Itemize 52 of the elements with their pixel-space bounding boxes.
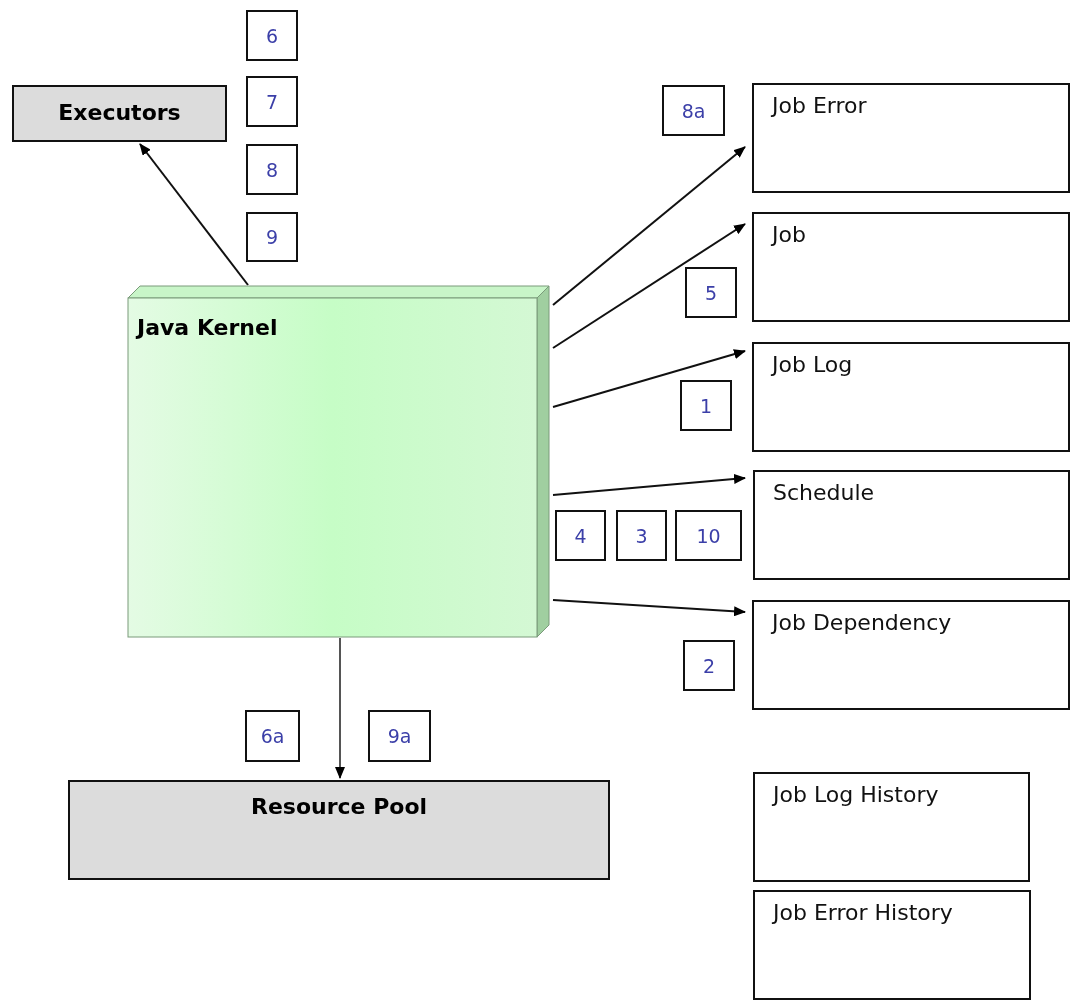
callout-box [683, 640, 735, 691]
callout-number: 3 [635, 524, 648, 547]
table-box [752, 600, 1070, 710]
callout-box [685, 267, 737, 318]
callout-number: 6 [265, 24, 279, 47]
callout-box [245, 710, 300, 762]
callout-box [616, 510, 667, 561]
table-box [753, 890, 1031, 1000]
callout-box [555, 510, 606, 561]
table-box [753, 470, 1070, 580]
kernel-label: Java Kernel [137, 315, 278, 340]
component-box [68, 780, 610, 880]
callout-box [368, 710, 431, 762]
callout-number: 6a [260, 725, 285, 747]
table-label: Job Error History [773, 900, 953, 925]
component-label: Executors [58, 100, 181, 125]
table-label: Schedule [773, 480, 875, 505]
table-label: Job Dependency [772, 610, 952, 635]
callout-box [246, 76, 298, 127]
callout-box [246, 10, 298, 61]
table-box [753, 772, 1030, 882]
callout-number: 9 [265, 226, 279, 248]
arrow [552, 223, 746, 349]
arrow [552, 146, 746, 306]
callout-number: 1 [699, 394, 713, 417]
arrow [552, 349, 746, 408]
callout-number: 10 [696, 524, 721, 547]
callout-box [675, 510, 742, 561]
table-box [752, 342, 1070, 452]
callout-number: 2 [702, 654, 716, 677]
callout-number: 8a [681, 99, 706, 122]
callout-box [246, 144, 298, 195]
table-label: Job Error [772, 93, 867, 118]
callout-box [662, 85, 725, 136]
callout-number: 5 [704, 281, 718, 304]
callout-number: 4 [574, 524, 587, 547]
arrow [335, 637, 345, 779]
arrow [139, 143, 249, 286]
callout-number: 7 [265, 90, 279, 113]
table-label: Job Log History [773, 782, 939, 807]
callout-number: 8 [265, 158, 279, 181]
component-label: Resource Pool [250, 794, 428, 819]
arrow [552, 474, 746, 496]
callout-number: 9a [387, 725, 412, 747]
table-label: Job [772, 222, 806, 247]
table-box [752, 212, 1070, 322]
callout-box [680, 380, 732, 431]
arrow [552, 599, 746, 617]
table-label: Job Log [772, 352, 853, 377]
table-box [752, 83, 1070, 193]
component-box [12, 85, 227, 142]
callout-box [246, 212, 298, 262]
